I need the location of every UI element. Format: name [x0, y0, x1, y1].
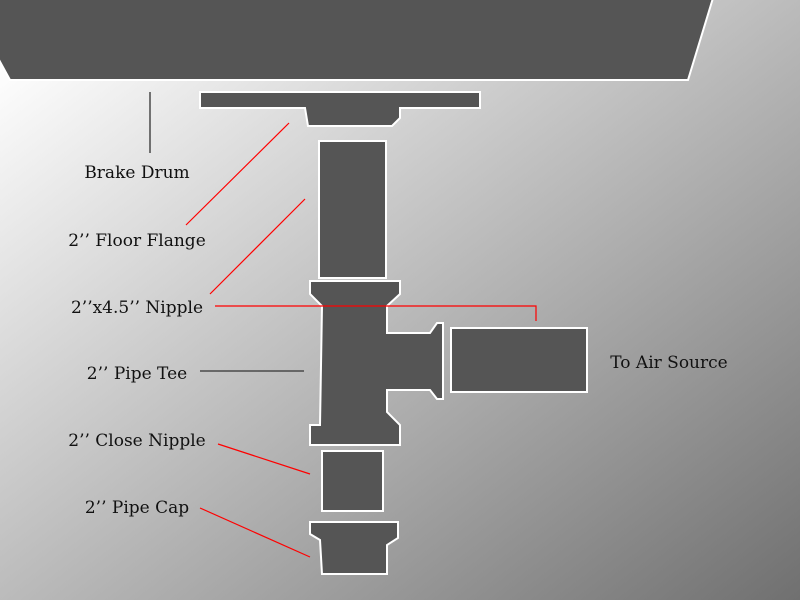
label-pipe-cap: 2’’ Pipe Cap	[85, 498, 189, 518]
nipple-air-leader	[215, 305, 537, 321]
brake-drum	[0, 0, 714, 81]
nipple-4-5	[318, 140, 387, 279]
label-nipple: 2’’x4.5’’ Nipple	[71, 298, 203, 318]
pipe-cap	[309, 521, 399, 575]
pipe-cap-leader	[199, 507, 311, 558]
floor-flange	[199, 91, 481, 127]
pipe-tee	[309, 280, 444, 446]
label-air-source: To Air Source	[610, 353, 727, 373]
nipple-leader	[209, 198, 306, 295]
label-close-nipple: 2’’ Close Nipple	[68, 431, 205, 451]
label-floor-flange: 2’’ Floor Flange	[68, 231, 206, 251]
air-source-line	[450, 327, 588, 393]
floor-flange-leader	[185, 122, 290, 226]
close-nipple-leader	[217, 443, 311, 475]
label-pipe-tee: 2’’ Pipe Tee	[87, 364, 187, 384]
label-brake-drum: Brake Drum	[84, 163, 189, 183]
close-nipple	[321, 450, 384, 512]
